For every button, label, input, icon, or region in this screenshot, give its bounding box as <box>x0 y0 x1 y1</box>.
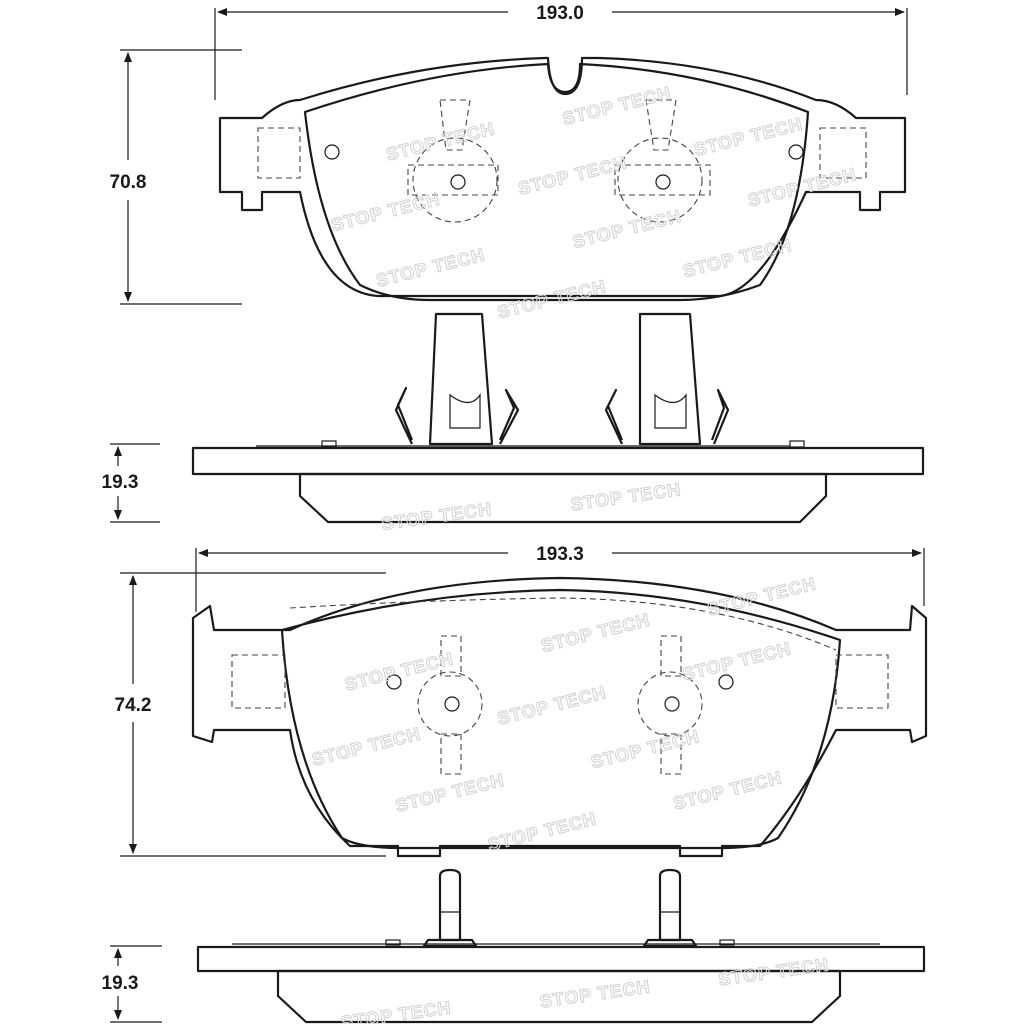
top-width-dimension: 193.0 <box>214 3 908 100</box>
bottom-width-label: 193.3 <box>536 544 584 565</box>
top-pad-side <box>191 312 925 524</box>
watermark-text: STOP TECH <box>539 610 652 656</box>
watermark-text: STOP TECH <box>561 83 674 129</box>
bottom-width-dimension: 193.3 <box>195 544 925 612</box>
watermark-text: STOP TECH <box>705 573 818 619</box>
top-thickness-label: 19.3 <box>102 472 139 493</box>
watermark-text: STOP TECH <box>495 276 608 322</box>
watermark-text: STOP TECH <box>589 726 702 772</box>
watermark-group-bottom-side: STOP TECH STOP TECH STOP TECH <box>339 954 831 1024</box>
watermark-group-top-side: STOP TECH STOP TECH <box>380 479 683 535</box>
watermark-text: STOP TECH <box>329 189 442 235</box>
watermark-text: STOP TECH <box>717 954 830 989</box>
watermark-text: STOP TECH <box>495 682 608 728</box>
watermark-text: STOP TECH <box>681 235 794 281</box>
watermark-text: STOP TECH <box>516 152 629 198</box>
watermark-text: STOP TECH <box>671 767 784 813</box>
bottom-pad-face <box>191 576 928 858</box>
bottom-thickness-dimension: 19.3 <box>102 945 162 1023</box>
watermark-text: STOP TECH <box>394 770 507 816</box>
watermark-text: STOP TECH <box>340 997 453 1024</box>
watermark-text: STOP TECH <box>380 499 493 534</box>
watermark-text: STOP TECH <box>692 114 805 160</box>
top-pad-face <box>218 56 907 302</box>
top-thickness-dimension: 19.3 <box>102 443 160 523</box>
watermark-text: STOP TECH <box>310 723 423 769</box>
bottom-thickness-label: 19.3 <box>102 973 139 994</box>
top-height-dimension: 70.8 <box>110 49 242 305</box>
top-width-label: 193.0 <box>536 3 584 24</box>
watermark-text: STOP TECH <box>569 479 682 514</box>
watermark-text: STOP TECH <box>343 648 456 694</box>
top-height-label: 70.8 <box>110 172 147 193</box>
bottom-pad-side <box>196 868 926 1024</box>
watermark-text: STOP TECH <box>571 206 684 252</box>
watermark-text: STOP TECH <box>384 118 497 164</box>
watermark-text: STOP TECH <box>374 244 487 290</box>
watermark-text: STOP TECH <box>539 976 652 1011</box>
bottom-height-label: 74.2 <box>115 695 152 716</box>
bottom-height-dimension: 74.2 <box>115 572 386 857</box>
watermark-text: STOP TECH <box>680 638 793 684</box>
